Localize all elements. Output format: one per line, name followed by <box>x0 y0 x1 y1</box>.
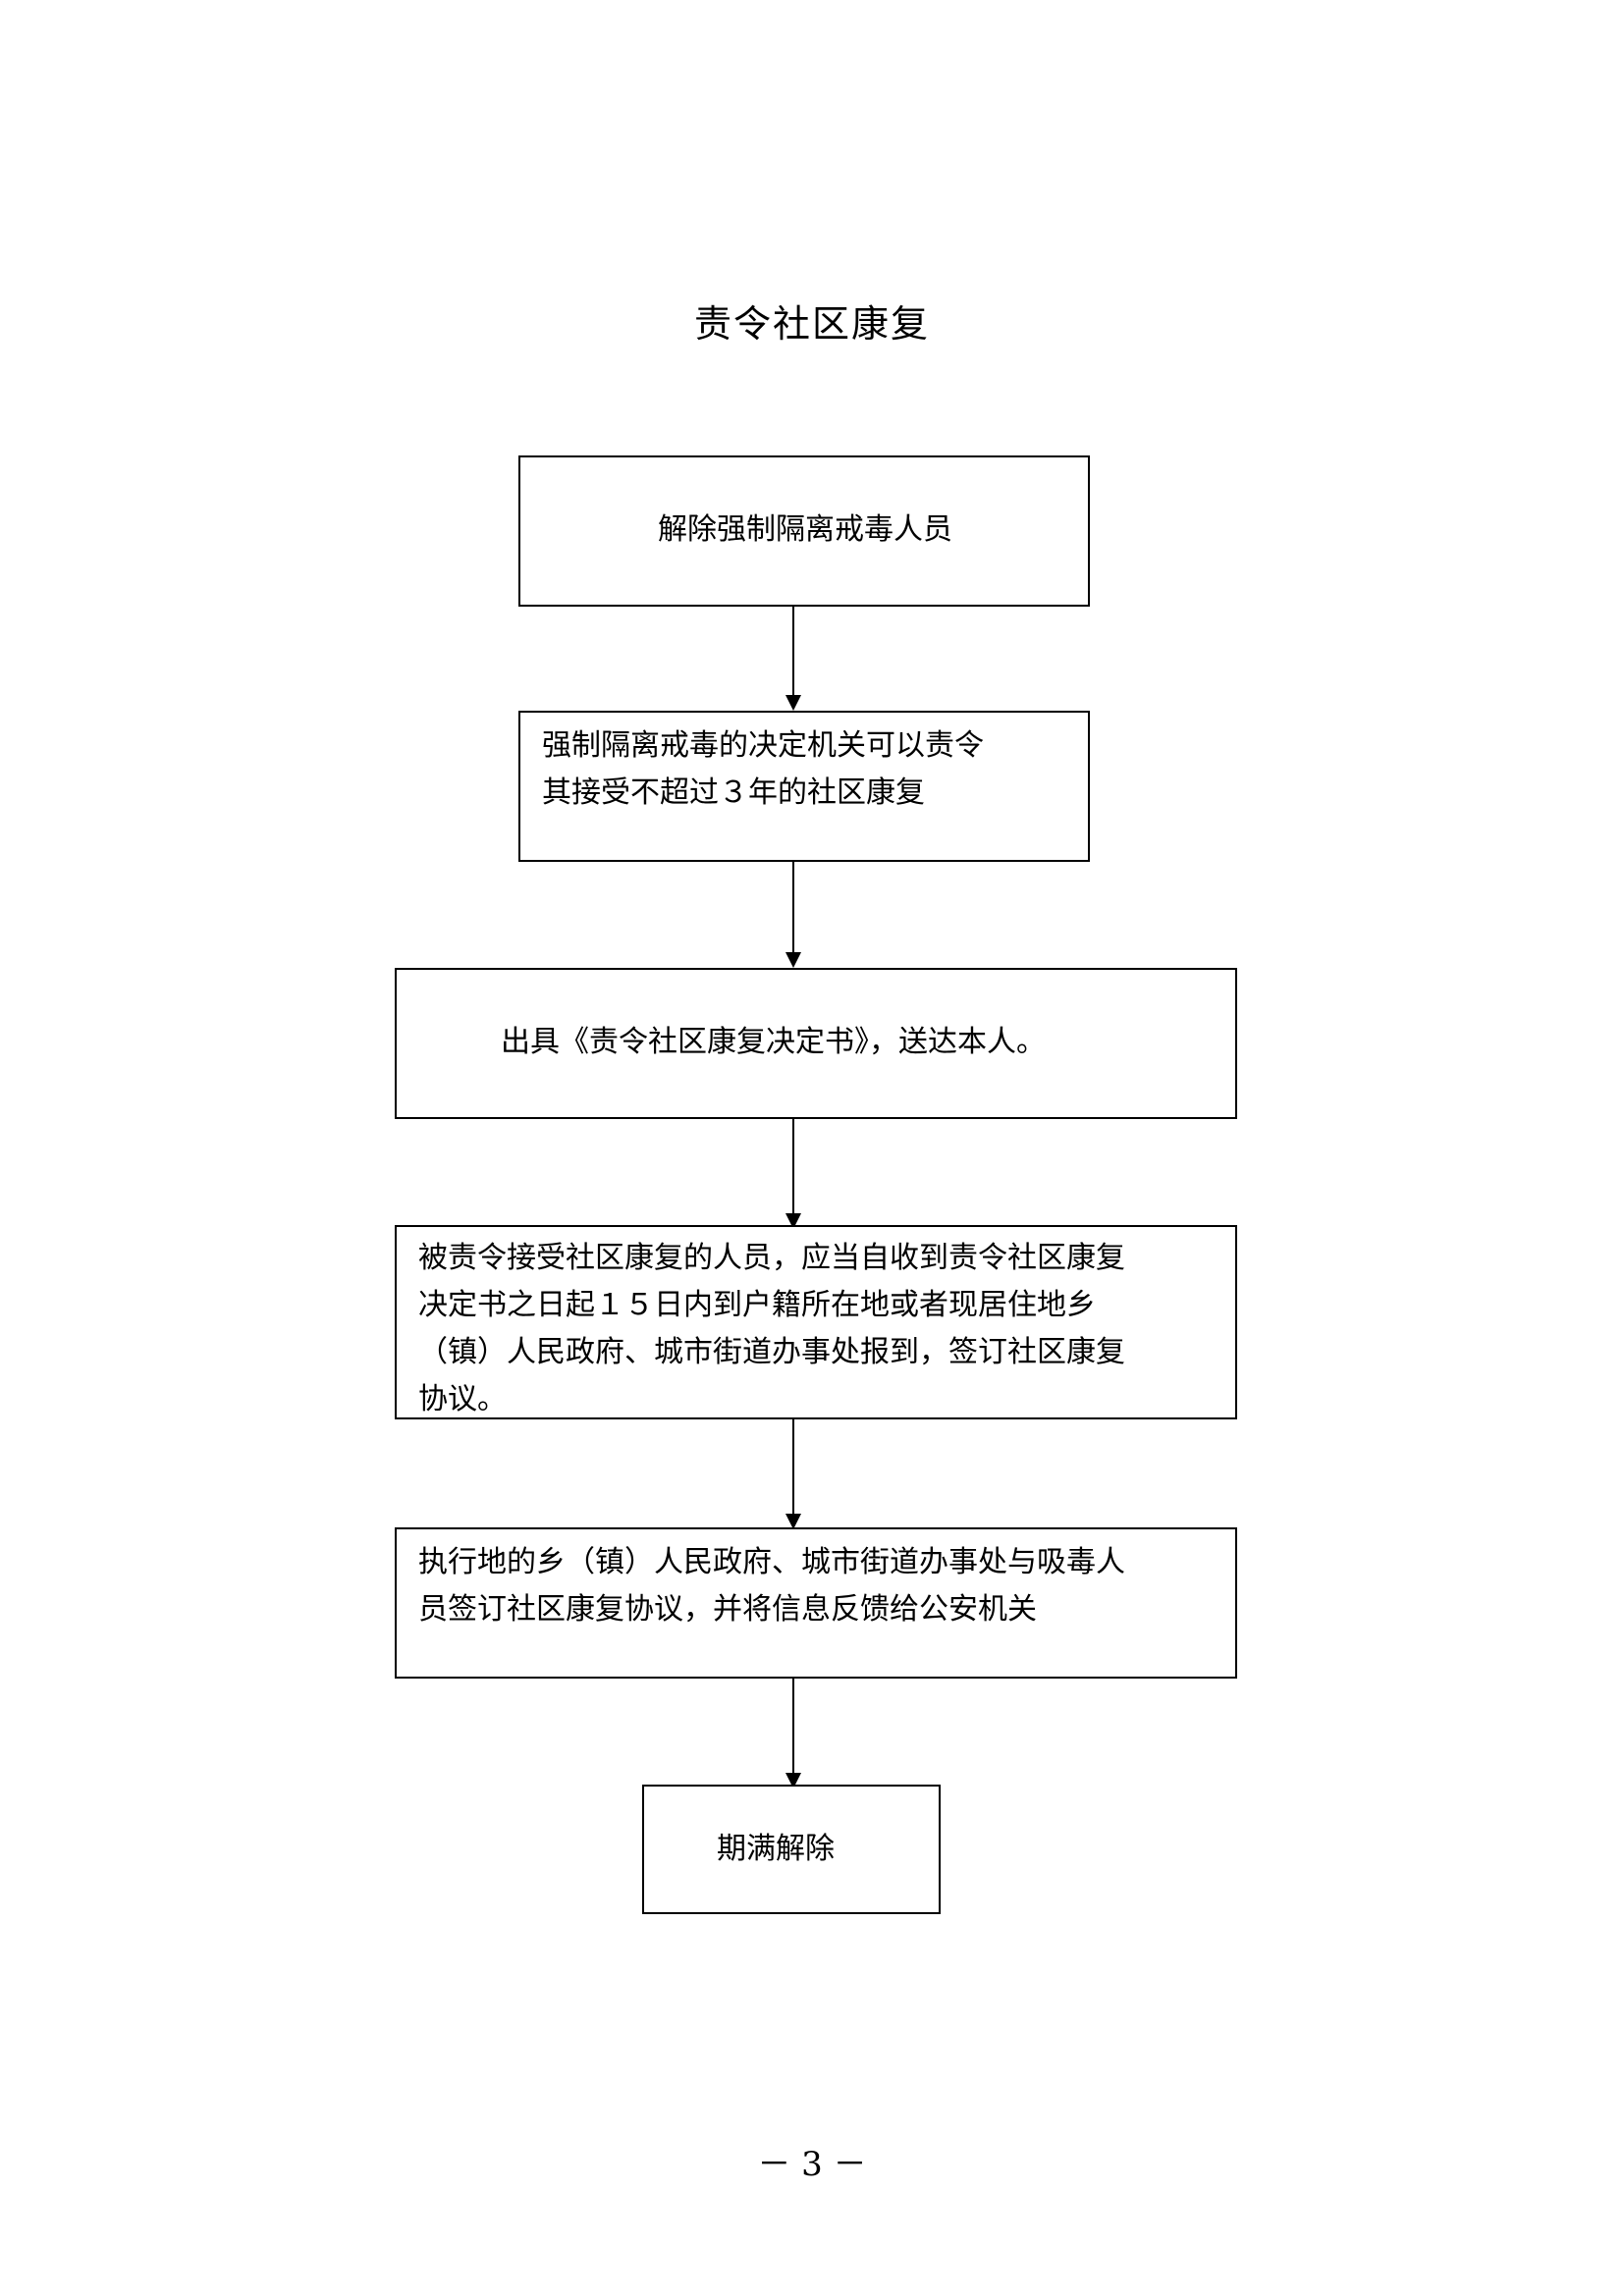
flow-step-text: 强制隔离戒毒的决定机关可以责令 其接受不超过３年的社区康复 <box>542 728 984 810</box>
flow-step-completion: 期满解除 <box>642 1785 941 1914</box>
flow-step-release-person: 解除强制隔离戒毒人员 <box>518 455 1090 607</box>
page-number: － 3 － <box>757 2145 867 2184</box>
page-title: 责令社区康复 <box>693 302 930 346</box>
flow-step-text: 执行地的乡（镇）人民政府、城市街道办事处与吸毒人 员签订社区康复协议，并将信息反… <box>418 1545 1125 1627</box>
flow-step-issue-decision: 出具《责令社区康复决定书》，送达本人。 <box>395 968 1237 1119</box>
flow-step-order-rehab: 强制隔离戒毒的决定机关可以责令 其接受不超过３年的社区康复 <box>518 711 1090 862</box>
flow-step-text: 被责令接受社区康复的人员，应当自收到责令社区康复 决定书之日起１５日内到户籍所在… <box>418 1241 1125 1416</box>
flow-step-sign-agreement: 执行地的乡（镇）人民政府、城市街道办事处与吸毒人 员签订社区康复协议，并将信息反… <box>395 1527 1237 1679</box>
flow-step-register: 被责令接受社区康复的人员，应当自收到责令社区康复 决定书之日起１５日内到户籍所在… <box>395 1225 1237 1419</box>
flow-step-text: 期满解除 <box>717 1832 835 1866</box>
flow-step-text: 解除强制隔离戒毒人员 <box>658 512 952 547</box>
flow-step-text: 出具《责令社区康复决定书》，送达本人。 <box>501 1025 1046 1059</box>
